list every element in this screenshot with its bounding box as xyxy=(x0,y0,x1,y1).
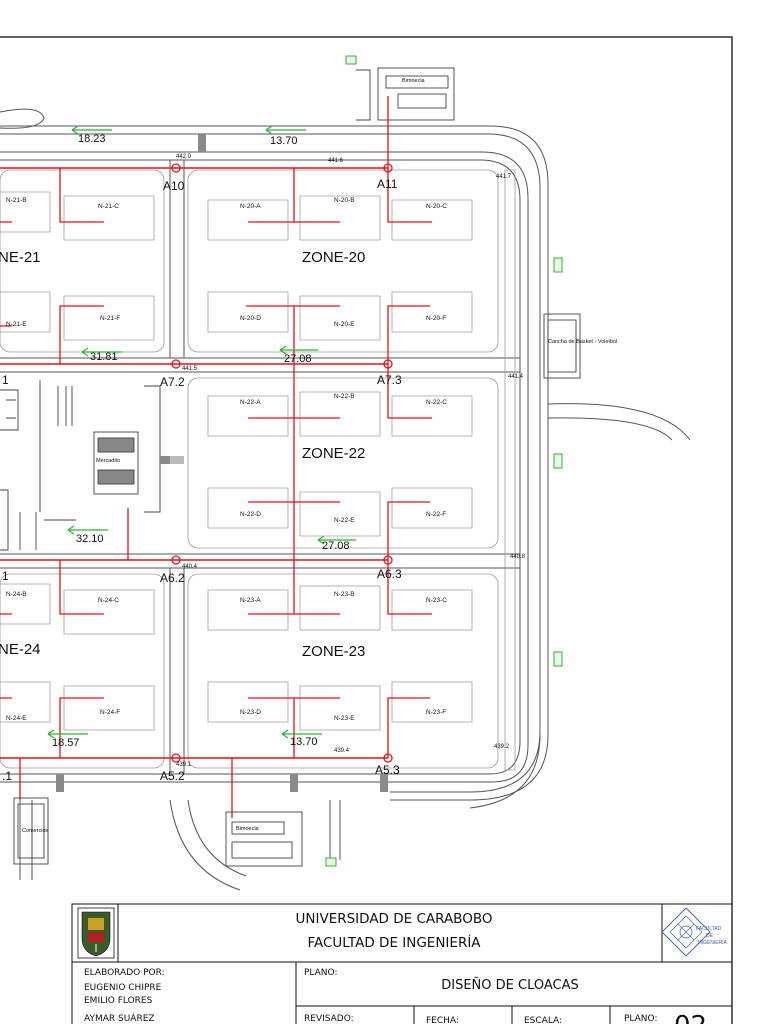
plano-number: 02 xyxy=(674,1011,707,1024)
node-label: 1 xyxy=(2,373,9,387)
building-label: N-24-B xyxy=(6,591,27,598)
road-network xyxy=(0,108,691,891)
structures xyxy=(0,67,581,867)
hydrant-icon xyxy=(553,651,563,667)
escala-label: ESCALA: xyxy=(524,1016,562,1024)
building-label: N-22-D xyxy=(240,511,261,518)
facility-label: Comercios xyxy=(22,828,49,834)
node-label: .1 xyxy=(2,769,12,783)
node-label: A6.3 xyxy=(377,567,402,581)
zone-label-23: ZONE-23 xyxy=(302,643,365,660)
building-label: N-23-E xyxy=(334,715,355,722)
fecha-label: FECHA: xyxy=(426,1016,459,1024)
elevation: 441.5 xyxy=(182,366,198,372)
zone-label-24: NE-24 xyxy=(0,641,41,658)
crosswalks xyxy=(56,134,388,792)
university-crest-icon xyxy=(77,907,115,959)
pipe-length: 18.57 xyxy=(52,737,80,749)
building-label: N-22-F xyxy=(426,511,446,518)
elevation: 441.6 xyxy=(328,158,344,164)
building-label: N-21-B xyxy=(6,197,27,204)
node-label: A5.2 xyxy=(160,769,185,783)
revisado-label: REVISADO: xyxy=(304,1014,354,1024)
elevation: 439.4 xyxy=(334,748,350,754)
building-label: N-22-A xyxy=(240,399,261,406)
zone-label-21: NE-21 xyxy=(0,249,41,266)
building-label: N-22-B xyxy=(334,393,355,400)
pipe-length: 27.08 xyxy=(322,540,350,552)
building-label: N-24-F xyxy=(100,709,120,716)
building-label: N-24-C xyxy=(98,597,119,604)
building-label: N-20-E xyxy=(334,321,355,328)
facility-label: Bimoecla xyxy=(236,826,260,832)
elevation: 439.1 xyxy=(176,762,192,768)
node-label: A11 xyxy=(377,177,398,191)
node-label: A7.3 xyxy=(377,373,402,387)
building-label: N-23-D xyxy=(240,709,261,716)
sewer-network xyxy=(0,96,432,818)
hydrant-markers xyxy=(325,55,563,867)
faculty-logo-icon: FACULTAD DE INGENIERÍA xyxy=(661,907,728,957)
building-label: N-21-E xyxy=(6,321,27,328)
faculty-logo-text: INGENIERÍA xyxy=(698,939,728,946)
building-label: N-21-C xyxy=(98,203,119,210)
facility-label: Mercadito xyxy=(96,458,120,464)
author-name: EMILIO FLORES xyxy=(84,996,153,1006)
node-label: A6.2 xyxy=(160,571,185,585)
pipe-length: 32.10 xyxy=(76,533,104,545)
facility-label: Bimoecla xyxy=(402,78,426,84)
elevation: 441.7 xyxy=(496,174,512,180)
node-label: A7.2 xyxy=(160,375,185,389)
plano-title: DISEÑO DE CLOACAS xyxy=(441,977,579,993)
building-label: N-23-F xyxy=(426,709,446,716)
zone-label-20: ZONE-20 xyxy=(302,249,365,266)
hydrant-icon xyxy=(345,55,357,65)
faculty-name: FACULTAD DE INGENIERÍA xyxy=(307,934,481,951)
author-name: EUGENIO CHIPRE xyxy=(84,983,162,993)
elevation: 440.4 xyxy=(182,564,198,570)
university-name: UNIVERSIDAD DE CARABOBO xyxy=(296,911,493,927)
elevation: 439.2 xyxy=(494,744,510,750)
author-name: AYMAR SUÁREZ xyxy=(84,1012,155,1024)
pipe-length: 27.08 xyxy=(284,353,312,365)
drawing-frame xyxy=(0,36,733,1024)
hydrant-icon xyxy=(553,453,563,469)
building-label: N-22-C xyxy=(426,399,447,406)
pipe-length: 31.81 xyxy=(90,351,118,363)
plano-number-label: PLANO: xyxy=(624,1014,658,1024)
faculty-logo-text: FACULTAD xyxy=(696,926,722,932)
block-outlines xyxy=(0,169,516,771)
building-footprints xyxy=(0,191,473,731)
elevation: 442.0 xyxy=(176,154,192,160)
building-label: N-20-C xyxy=(426,203,447,210)
pipe-length: 18.23 xyxy=(78,133,106,145)
building-label: N-20-A xyxy=(240,203,261,210)
pipe-length: 13.70 xyxy=(290,736,318,748)
pipe-length: 13.70 xyxy=(270,135,298,147)
faculty-logo-text: DE xyxy=(706,933,714,939)
node-label: A5.3 xyxy=(375,763,400,777)
plano-label: PLANO: xyxy=(304,968,338,978)
building-label: N-20-D xyxy=(240,315,261,322)
elevation: 440.8 xyxy=(510,554,526,560)
building-label: N-24-E xyxy=(6,715,27,722)
facility-label: Cancha de Basket - Voleibol xyxy=(548,339,617,345)
building-label: N-23-C xyxy=(426,597,447,604)
flow-arrows xyxy=(47,125,356,739)
elevation: 441.4 xyxy=(508,374,524,380)
hydrant-icon xyxy=(553,257,563,273)
zone-label-22: ZONE-22 xyxy=(302,445,365,462)
elaborado-label: ELABORADO POR: xyxy=(84,968,165,978)
building-label: N-20-B xyxy=(334,197,355,204)
building-label: N-20-F xyxy=(426,315,446,322)
building-label: N-21-F xyxy=(100,315,120,322)
building-label: N-23-B xyxy=(334,591,355,598)
hydrant-icon xyxy=(325,857,337,867)
title-block: FACULTAD DE INGENIERÍA UNIVERSIDAD DE CA… xyxy=(71,903,733,1024)
building-label: N-22-E xyxy=(334,517,355,524)
node-label: A10 xyxy=(163,179,185,193)
node-label: 1 xyxy=(2,569,9,583)
building-label: N-23-A xyxy=(240,597,261,604)
